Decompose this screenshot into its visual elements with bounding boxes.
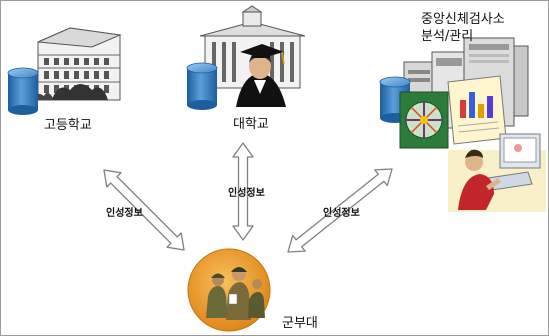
university-label: 대학교 (233, 117, 269, 132)
center-title: 중앙신체검사소 분석/관리 (421, 11, 505, 45)
arrow-label-middle: 인성정보 (228, 188, 265, 199)
center-title-line1: 중앙신체검사소 (421, 12, 505, 27)
analyst-at-computer-icon (448, 133, 546, 212)
double-arrow-middle (232, 142, 254, 241)
arrow-label-right: 인성정보 (323, 208, 360, 219)
military-circle-icon (187, 248, 271, 332)
analysis-chart-icon (399, 91, 449, 149)
university-database-icon (186, 62, 218, 110)
center-title-line2: 분석/관리 (421, 29, 474, 44)
high-school-label: 고등학교 (44, 118, 92, 133)
arrows-group (103, 142, 393, 253)
high-school-building-icon (28, 27, 122, 101)
soldiers-icon (206, 267, 265, 320)
graduate-icon (236, 44, 286, 107)
double-arrow-left (103, 169, 185, 251)
double-arrow-right (287, 168, 393, 253)
bar-chart-document-icon (447, 75, 507, 145)
military-label: 군부대 (282, 316, 318, 331)
arrow-label-left: 인성정보 (106, 208, 143, 219)
high-school-database-icon (7, 67, 39, 115)
